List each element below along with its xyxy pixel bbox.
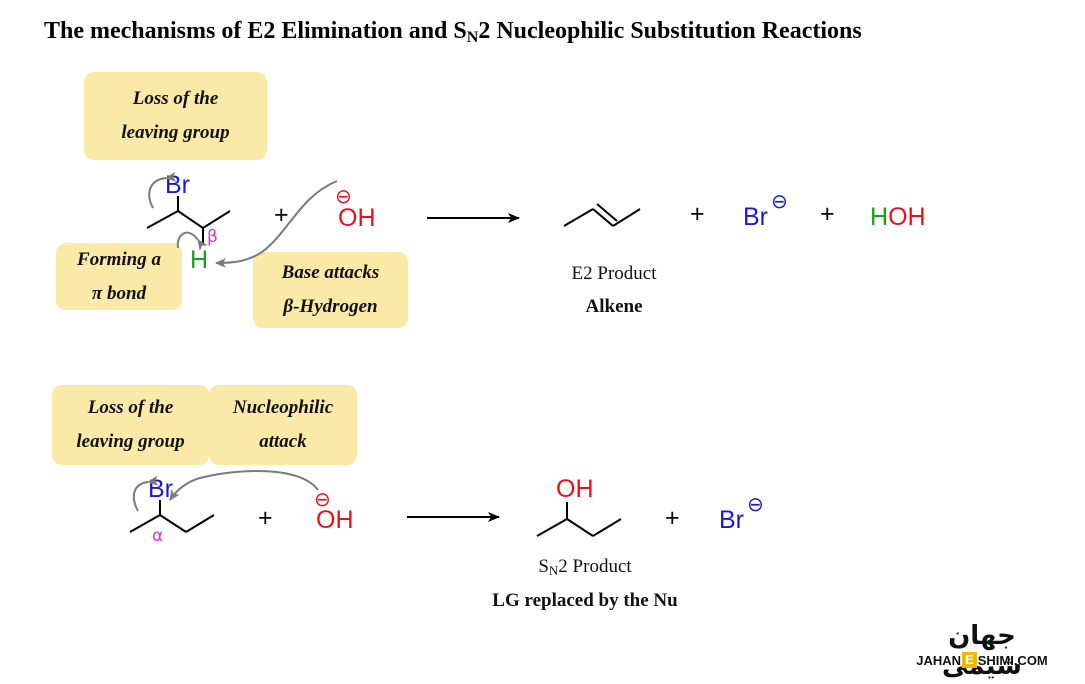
logo-url-left: JAHAN [916, 652, 962, 668]
note-line: π bond [91, 282, 147, 304]
note-line: Nucleophilic [232, 397, 334, 418]
note-line: leaving group [76, 431, 185, 452]
e2-note-base-attacks: Base attacks β-Hydrogen [253, 252, 408, 328]
e2-bromine-atom: Br [165, 171, 190, 199]
e2-product-plus-1: + [690, 200, 705, 228]
e2-water-product: HOH [870, 203, 926, 231]
e2-arrow-leaving-group [148, 171, 177, 209]
e2-arrow-base-attack [215, 180, 338, 268]
logo-url-mid: E [962, 652, 977, 668]
note-line: attack [259, 431, 307, 452]
e2-product-name: Alkene [585, 296, 643, 317]
note-line: Loss of the [87, 397, 174, 418]
e2-hydroxide: OH [338, 204, 376, 232]
site-logo: جهان شیمی JAHAN E SHIMI.COM [906, 621, 1058, 681]
water-hydroxyl: OH [888, 203, 926, 231]
e2-note-forming-pi-bond: Forming a π bond [56, 243, 182, 310]
title-prefix: The mechanisms of E2 Elimination and S [44, 18, 467, 44]
e2-hydroxide-charge: ⊖ [335, 184, 352, 208]
logo-wordmark: جهان شیمی [942, 621, 1022, 681]
sn2-product-plus: + [665, 504, 680, 532]
logo-url-right: SHIMI.COM [977, 652, 1048, 668]
sn2-hydroxide: OH [316, 506, 354, 534]
note-line: leaving group [121, 122, 230, 143]
sn2-reactant-skeleton [129, 500, 215, 533]
sn2-note-loss-of-leaving-group: Loss of the leaving group [52, 385, 209, 465]
sn2-product-caption: SN2 Product [510, 556, 660, 579]
e2-beta-label: β [207, 227, 218, 247]
sn2-bromide-charge: ⊖ [747, 492, 764, 516]
sn2-note-nucleophilic-attack: Nucleophilic attack [209, 385, 357, 465]
sn2-alpha-label: α [152, 526, 163, 546]
e2-product-plus-2: + [820, 200, 835, 228]
title-suffix: 2 Nucleophilic Substitution Reactions [478, 18, 862, 44]
e2-alkene-product [563, 203, 641, 227]
caption-subscript: N [548, 563, 559, 578]
caption-suffix: 2 Product [558, 556, 632, 577]
e2-hydrogen-atom: H [190, 246, 208, 274]
sn2-bromide-product: Br [719, 506, 744, 534]
e2-reactant-skeleton [146, 196, 231, 244]
e2-bromide-charge: ⊖ [771, 189, 788, 213]
e2-bromide-product: Br [743, 203, 768, 231]
page-title: The mechanisms of E2 Elimination and SN2… [44, 18, 862, 47]
note-line: β-Hydrogen [283, 296, 378, 317]
sn2-product-hydroxyl: OH [556, 475, 594, 503]
sn2-arrow-nucleophilic-attack [169, 469, 319, 501]
e2-product-caption: E2 Product [571, 263, 657, 284]
logo-url: JAHAN E SHIMI.COM [906, 652, 1058, 668]
sn2-product-name: LG replaced by the Nu [492, 590, 678, 611]
sn2-hydroxide-charge: ⊖ [314, 487, 331, 511]
water-hydrogen: H [870, 203, 888, 231]
e2-plus-sign: + [274, 201, 289, 229]
e2-note-loss-of-leaving-group: Loss of the leaving group [84, 72, 267, 160]
title-subscript: N [466, 29, 479, 46]
note-line: Base attacks [281, 262, 380, 283]
e2-arrow-pi-bond [176, 231, 208, 252]
note-line: Forming a [77, 248, 161, 270]
sn2-alcohol-product [536, 502, 622, 537]
sn2-bromine-atom: Br [148, 475, 173, 503]
sn2-plus-sign: + [258, 504, 273, 532]
note-line: Loss of the [132, 88, 219, 109]
sn2-arrow-leaving-group [132, 475, 159, 512]
caption-prefix: S [538, 556, 549, 577]
